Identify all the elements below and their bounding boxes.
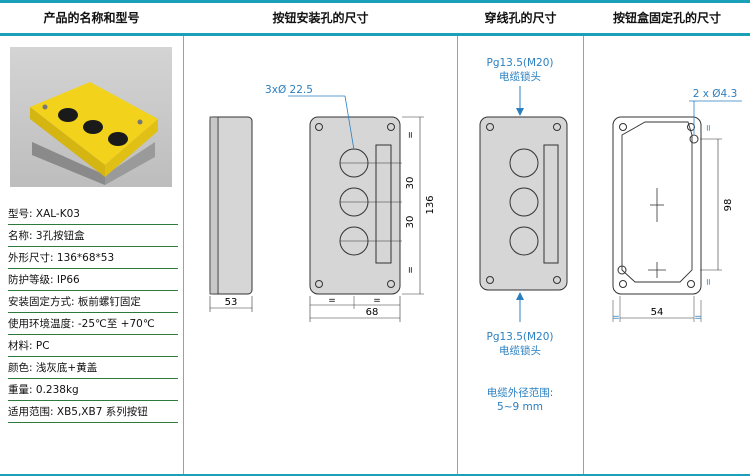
spec-row-mounting: 安装固定方式: 板前螺钉固定 [8,291,178,313]
dim-front-width: 68 [366,307,379,318]
column-divider [183,36,184,476]
eq-mark: = [704,278,714,286]
cable-range-value: 5~9 mm [497,401,543,413]
spec-label: 适用范围: [8,406,54,418]
front-view [288,95,424,322]
dim-spacing-1: 30 [405,177,416,190]
dim-spacing-2: 30 [405,216,416,229]
cable-range-label: 电缆外径范围: [487,386,554,399]
spec-label: 外形尺寸: [8,252,54,264]
eq-mark: = [612,313,620,323]
spec-value: 0.238kg [35,384,79,396]
eq-mark: = [704,124,714,132]
spec-row-weight: 重量: 0.238kg [8,379,178,401]
eq-mark: = [406,131,416,139]
spec-row-dimensions: 外形尺寸: 136*68*53 [8,247,178,269]
dim-side-width: 53 [225,297,238,308]
header-mount-holes: 按钮盒固定孔的尺寸 [612,11,721,25]
spec-row-temperature: 使用环境温度: -25℃至 +70℃ [8,313,178,335]
spec-label: 防护等级: [8,274,54,286]
column-divider [583,36,584,476]
side-view [209,116,253,312]
spec-value: IP66 [56,274,80,286]
spec-value: PC [35,340,50,352]
spec-value: XAL-K03 [35,208,80,220]
spec-row-color: 颜色: 浅灰底+黄盖 [8,357,178,379]
column-divider [457,36,458,476]
bottom-gland-size: Pg13.5(M20) [487,331,554,343]
mount-dim-height: 98 [723,199,734,212]
header-wire-holes: 穿线孔的尺寸 [484,11,557,25]
spec-row-protection: 防护等级: IP66 [8,269,178,291]
product-photo [10,47,172,187]
spec-value: -25℃至 +70℃ [77,318,155,330]
top-gland-name: 电缆锁头 [499,70,541,83]
spec-row-model: 型号: XAL-K03 [8,203,178,225]
bottom-gland-name: 电缆锁头 [499,344,541,357]
header-button-holes: 按钮安装孔的尺寸 [272,11,369,25]
mount-hole-label: 2 x Ø4.3 [693,88,738,100]
hole-diameter-label: 3xØ 22.5 [265,84,313,96]
mount-view [612,100,742,322]
spec-value: 板前螺钉固定 [77,296,141,308]
bottom-rule [0,474,750,476]
spec-value: 浅灰底+黄盖 [35,362,98,374]
spec-label: 型号: [8,208,33,220]
spec-label: 材料: [8,340,33,352]
top-gland-size: Pg13.5(M20) [487,57,554,69]
spec-label: 颜色: [8,362,33,374]
spec-label: 名称: [8,230,33,242]
spec-label: 使用环境温度: [8,318,75,330]
mount-dim-width: 54 [651,307,664,318]
eq-mark: = [694,313,702,323]
eq-mark: = [373,296,381,306]
spec-label: 安装固定方式: [8,296,75,308]
header-product: 产品的名称和型号 [43,11,140,25]
wire-view [479,86,568,322]
spec-label: 重量: [8,384,33,396]
spec-value: 3孔按钮盒 [35,230,85,242]
spec-value: XB5,XB7 系列按钮 [56,406,148,418]
spec-value: 136*68*53 [56,252,115,264]
table-header: 产品的名称和型号 按钮安装孔的尺寸 穿线孔的尺寸 按钮盒固定孔的尺寸 [0,0,750,36]
spec-row-application: 适用范围: XB5,XB7 系列按钮 [8,401,178,423]
eq-mark: = [406,266,416,274]
spec-row-material: 材料: PC [8,335,178,357]
eq-mark: = [328,296,336,306]
dim-height: 136 [425,195,436,214]
spec-row-name: 名称: 3孔按钮盒 [8,225,178,247]
